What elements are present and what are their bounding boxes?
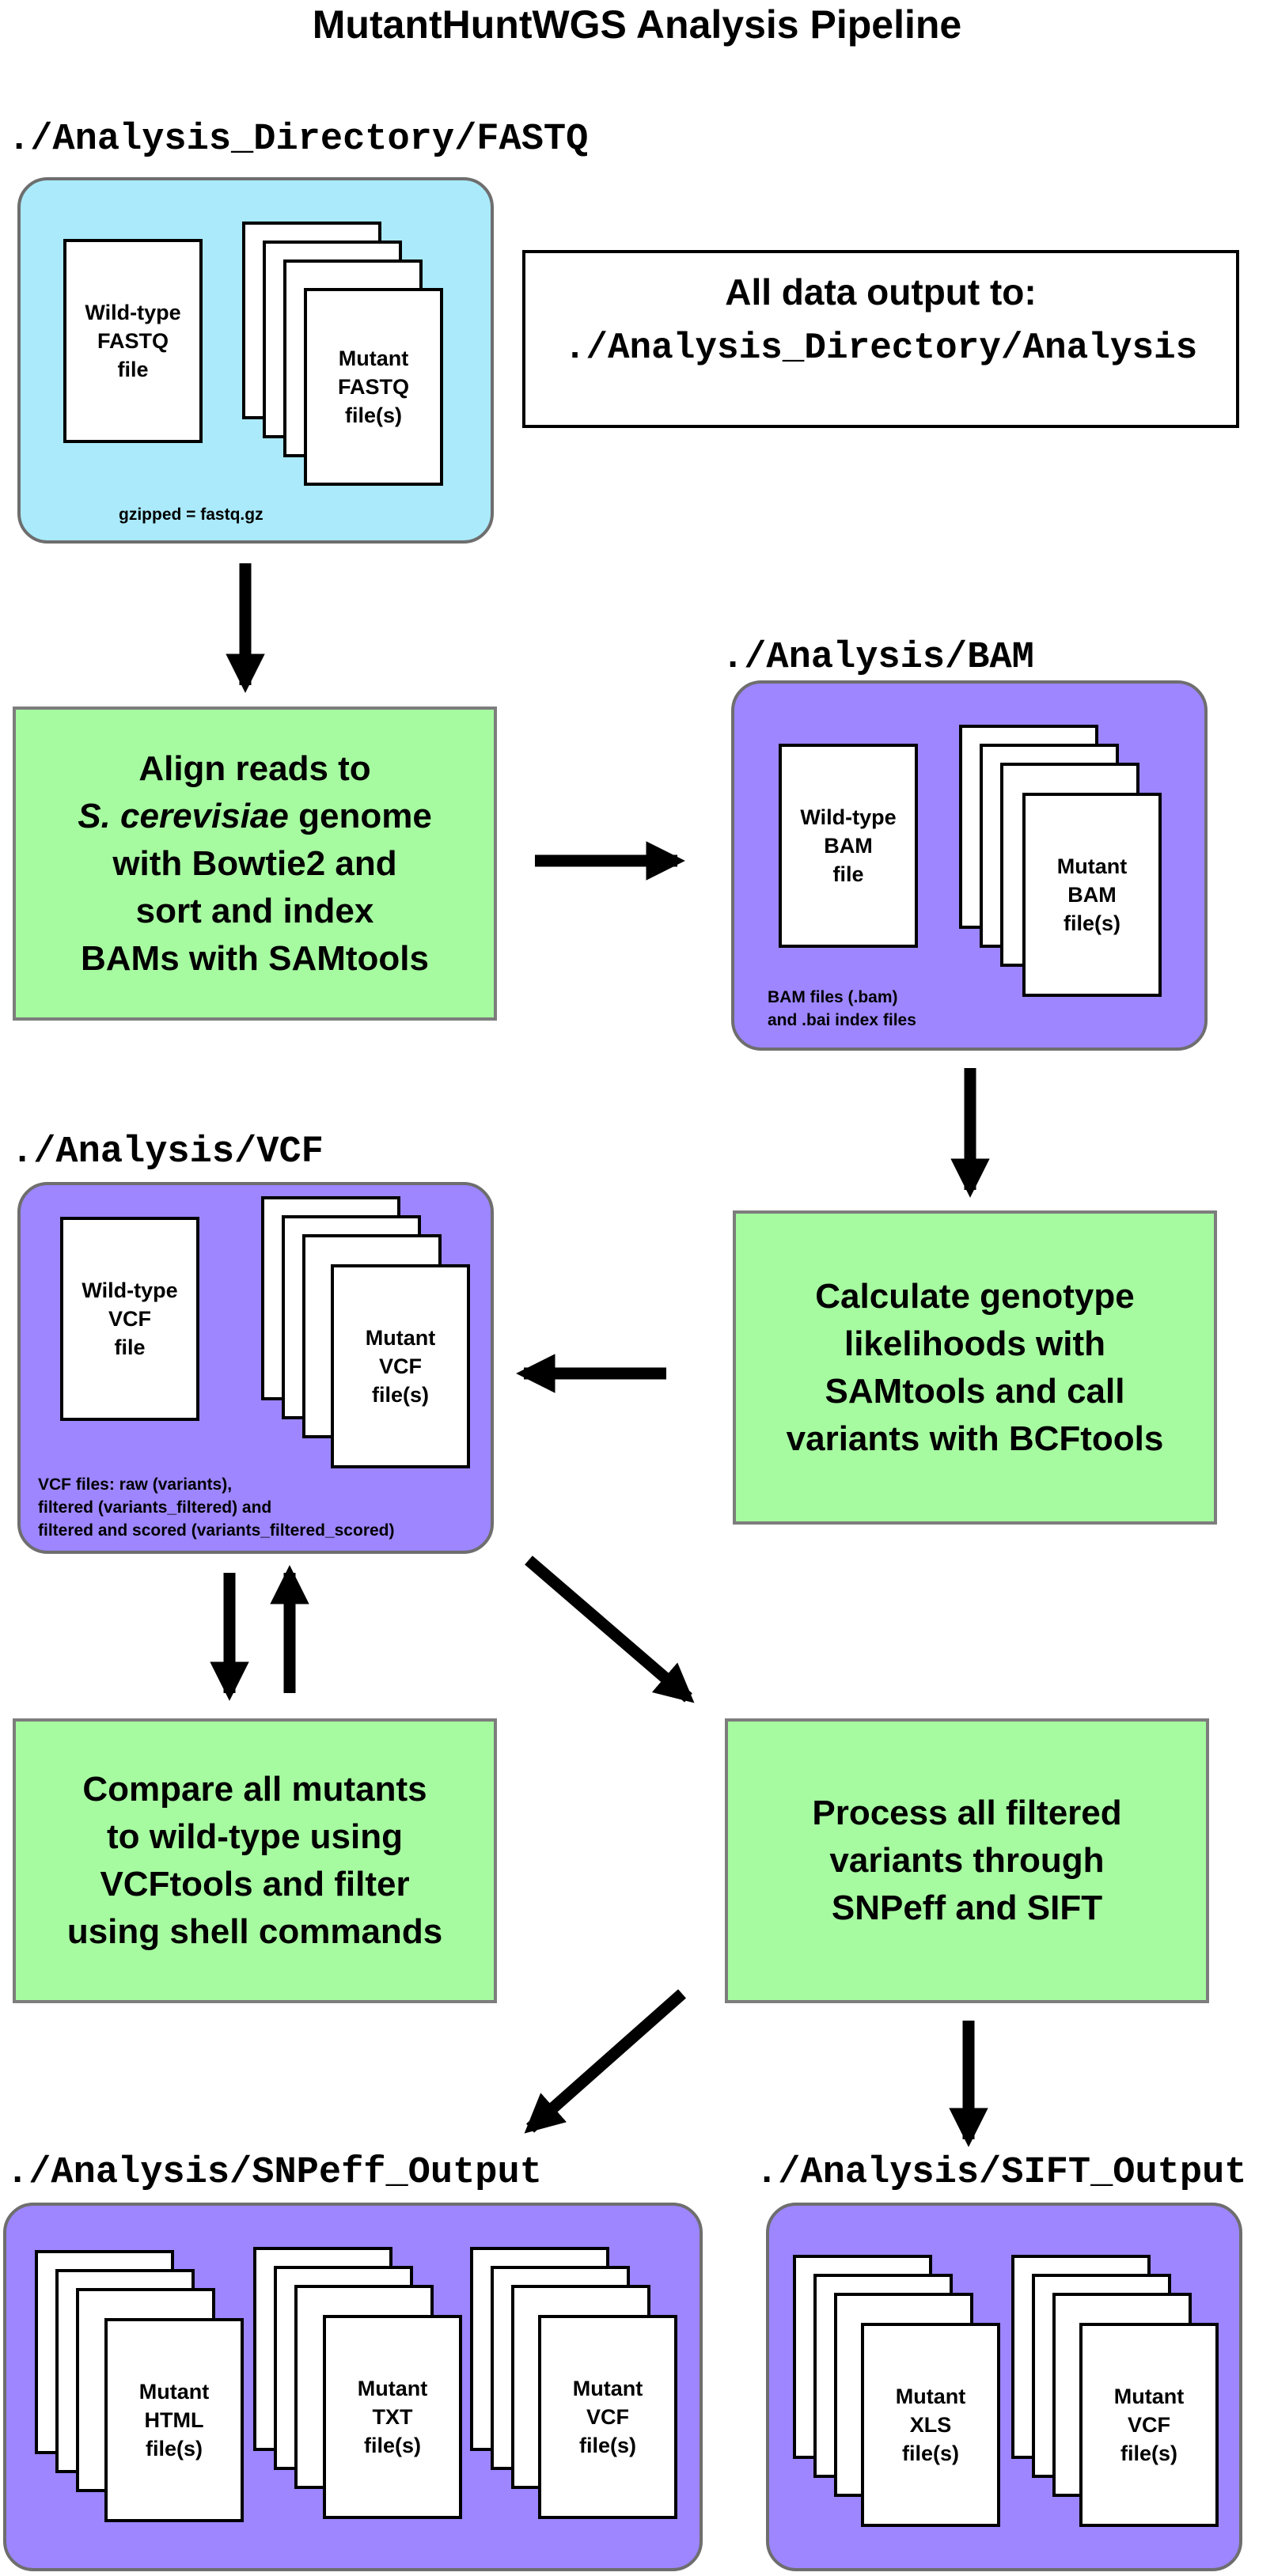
arrow-process-to-snpeff bbox=[524, 1989, 686, 2134]
wildtype-bam-file-icon bbox=[779, 744, 918, 948]
wildtype-fastq-label: Wild-type FASTQ file bbox=[85, 301, 181, 381]
bam-panel: Wild-type BAM file Mutant BAM file(s) BA… bbox=[731, 680, 1208, 1051]
bam-directory-label: ./Analysis/BAM bbox=[722, 637, 1034, 679]
mutant-bam-file-icon bbox=[1022, 793, 1162, 997]
fastq-panel: Wild-type FASTQ file Mutant FASTQ file(s… bbox=[17, 177, 494, 544]
snpeff-vcf-file-icon bbox=[538, 2315, 677, 2519]
snpeff-txt-label: Mutant TXT file(s) bbox=[357, 2377, 428, 2457]
vcf-directory-label: ./Analysis/VCF bbox=[11, 1131, 324, 1173]
mutant-bam-label: Mutant BAM file(s) bbox=[1056, 854, 1128, 935]
snpeff-directory-label: ./Analysis/SNPeff_Output bbox=[6, 2152, 542, 2194]
wildtype-fastq-file-icon bbox=[63, 239, 203, 443]
vcf-panel: Wild-type VCF file Mutant VCF file(s) VC… bbox=[17, 1182, 494, 1554]
output-location-heading: All data output to: bbox=[725, 271, 1037, 313]
snpeff-panel: Mutant HTML file(s) Mutant TXT file(s) M… bbox=[3, 2203, 703, 2571]
wildtype-bam-label: Wild-type BAM file bbox=[800, 805, 897, 886]
arrow-vcf-to-process bbox=[525, 1555, 695, 1703]
snpeff-txt-file-icon bbox=[323, 2315, 462, 2519]
fastq-directory-label: ./Analysis_Directory/FASTQ bbox=[8, 119, 589, 161]
snpeff-vcf-label: Mutant VCF file(s) bbox=[572, 2377, 643, 2457]
sift-xls-file-icon bbox=[861, 2323, 1000, 2527]
snpeff-html-file-icon bbox=[104, 2318, 244, 2522]
genotype-calling-text: Calculate genotype likelihoods with SAMt… bbox=[786, 1276, 1164, 1458]
output-location-box: All data output to: ./Analysis_Directory… bbox=[522, 250, 1239, 428]
wildtype-vcf-file-icon bbox=[60, 1217, 199, 1421]
sift-xls-label: Mutant XLS file(s) bbox=[895, 2385, 966, 2465]
fastq-note: gzipped = fastq.gz bbox=[119, 506, 264, 524]
compare-filter-text: Compare all mutants to wild-type using V… bbox=[66, 1770, 443, 1951]
snpeff-sift-text: Process all filtered variants through SN… bbox=[812, 1794, 1122, 1927]
mutant-vcf-file-icon bbox=[331, 1264, 470, 1468]
sift-vcf-label: Mutant VCF file(s) bbox=[1113, 2385, 1185, 2465]
mutant-vcf-label: Mutant VCF file(s) bbox=[365, 1326, 436, 1407]
output-location-path: ./Analysis_Directory/Analysis bbox=[563, 328, 1198, 369]
sift-directory-label: ./Analysis/SIFT_Output bbox=[756, 2152, 1247, 2194]
diagram-title: MutantHuntWGS Analysis Pipeline bbox=[312, 2, 962, 47]
mutant-fastq-label: Mutant FASTQ file(s) bbox=[337, 347, 409, 427]
compare-filter-step: Compare all mutants to wild-type using V… bbox=[13, 1718, 497, 2003]
vcf-note: VCF files: raw (variants), filtered (var… bbox=[38, 1476, 395, 1540]
genotype-calling-step: Calculate genotype likelihoods with SAMt… bbox=[733, 1210, 1217, 1525]
sift-panel: Mutant XLS file(s) Mutant VCF file(s) bbox=[766, 2203, 1242, 2571]
snpeff-sift-step: Process all filtered variants through SN… bbox=[725, 1718, 1209, 2003]
bam-note: BAM files (.bam) and .bai index files bbox=[768, 988, 916, 1029]
sift-vcf-file-icon bbox=[1079, 2323, 1219, 2527]
wildtype-vcf-label: Wild-type VCF file bbox=[82, 1279, 178, 1359]
mutant-fastq-file-icon bbox=[304, 288, 443, 486]
snpeff-html-label: Mutant HTML file(s) bbox=[138, 2380, 210, 2460]
